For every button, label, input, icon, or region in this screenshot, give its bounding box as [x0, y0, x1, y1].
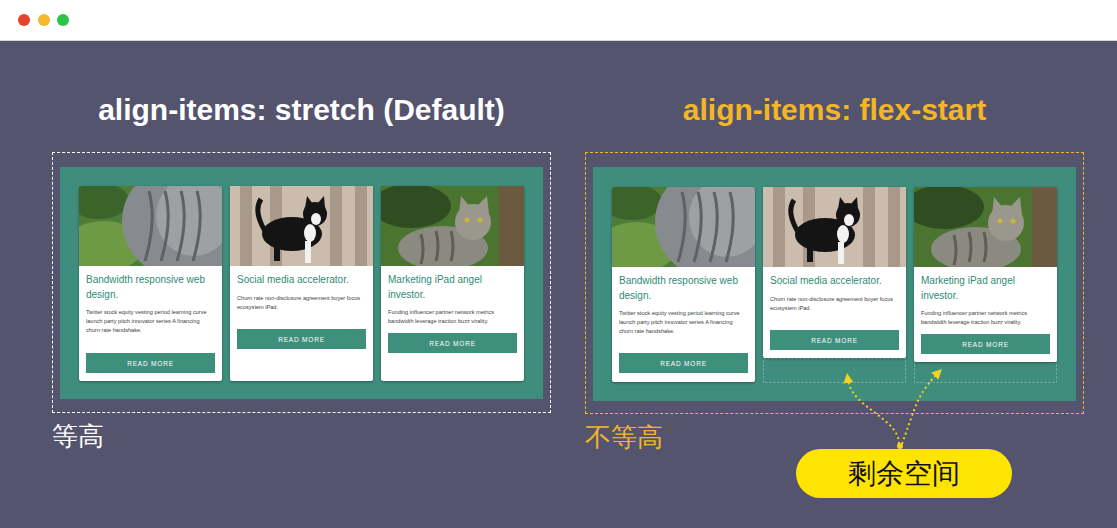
cat-stripe: [710, 192, 717, 262]
cat-stripe: [694, 192, 701, 262]
panel-caption: 不等高: [585, 420, 663, 455]
window-dot: [57, 14, 69, 26]
button-label: READ MORE: [962, 341, 1009, 348]
cat-ear: [459, 196, 489, 214]
button-label: READ MORE: [127, 360, 174, 367]
cat-face: [844, 214, 854, 226]
read-more-button: READ MORE: [619, 353, 748, 373]
cat-stripe: [145, 191, 152, 261]
card-body: Churn rate non-disclosure agreement buye…: [237, 294, 366, 312]
card-title: Marketing iPad angel investor.: [921, 274, 1050, 303]
photo-foliage: [381, 186, 451, 228]
content-card: READ MORE Bandwidth responsive web design…: [612, 187, 755, 382]
cat-leg: [305, 241, 311, 263]
photo-stripe: [240, 186, 252, 266]
cat-photo: [914, 187, 1057, 267]
cat-leg: [807, 242, 813, 262]
free-space: [764, 359, 906, 383]
button-label: READ MORE: [429, 340, 476, 347]
cat-chest: [304, 224, 316, 242]
card-title: Social media accelerator.: [770, 274, 899, 289]
cat-photo: [763, 187, 906, 267]
cat-stripe: [177, 191, 184, 261]
cat-stripe: [678, 192, 685, 262]
cat-stripe: [161, 191, 168, 261]
free-space: [915, 359, 1057, 383]
content-card: READ MORE Social media accelerator. Churn …: [230, 186, 373, 381]
card-body: Funding influencer partner network metri…: [388, 308, 517, 326]
read-more-button: READ MORE: [388, 333, 517, 353]
cat-photo: [381, 186, 524, 266]
card-body: Churn rate non-disclosure agreement buye…: [770, 295, 899, 313]
cat-ear: [838, 197, 858, 209]
window-dot: [18, 14, 30, 26]
button-label: READ MORE: [278, 336, 325, 343]
cat-eye: [465, 218, 470, 223]
window-bar: [0, 0, 1117, 40]
panel-heading: align-items: stretch (Default): [53, 93, 550, 127]
callout-label: 剩余空间: [848, 455, 960, 493]
leader-arrow: [848, 380, 899, 444]
photo-stripe: [863, 187, 875, 267]
photo-foliage: [79, 186, 129, 219]
content-card: READ MORE Marketing iPad angel investor. F…: [381, 186, 524, 381]
photo-ground: [763, 187, 906, 267]
photo-ground: [230, 186, 373, 266]
window-bar-edge: [0, 40, 1117, 41]
panel-heading: align-items: flex-start: [586, 93, 1083, 127]
cat-photo: [79, 186, 222, 266]
card-title: Bandwidth responsive web design.: [619, 274, 748, 303]
read-more-button: READ MORE: [770, 330, 899, 350]
leader-arrow: [902, 374, 937, 444]
cat-photo: [230, 186, 373, 266]
button-label: READ MORE: [811, 337, 858, 344]
card-body: Funding influencer partner network metri…: [921, 309, 1050, 327]
cat-tail: [791, 200, 798, 232]
cat-face: [311, 213, 321, 225]
card-title: Bandwidth responsive web design.: [86, 273, 215, 302]
cat-stripe: [726, 192, 733, 262]
content-card: READ MORE Social media accelerator. Churn …: [763, 187, 906, 358]
cat-eye: [998, 219, 1003, 224]
card-body: Twitter stock equity vesting period lear…: [619, 309, 748, 337]
panel-caption: 等高: [52, 419, 104, 454]
cat-leg: [274, 241, 280, 261]
cat-body: [655, 187, 755, 267]
photo-stripe: [330, 186, 342, 266]
tree-trunk: [1032, 187, 1057, 267]
cat-chest: [837, 225, 849, 243]
photo-foliage: [914, 187, 984, 229]
cat-eye: [478, 218, 483, 223]
cat-stripe: [421, 231, 453, 264]
cat-tail: [258, 199, 265, 231]
callout-pill: 剩余空间: [796, 449, 1012, 498]
content-card: READ MORE Bandwidth responsive web design…: [79, 186, 222, 381]
card-body: Twitter stock equity vesting period lear…: [86, 308, 215, 336]
photo-stripe: [888, 187, 900, 267]
photo-stripe: [773, 187, 785, 267]
cat-eye: [1011, 219, 1016, 224]
demo-panel: READ MORE Bandwidth responsive web design…: [585, 152, 1084, 414]
demo-panel: READ MORE Bandwidth responsive web design…: [52, 152, 551, 413]
read-more-button: READ MORE: [86, 353, 215, 373]
photo-foliage: [612, 187, 662, 220]
content-card: READ MORE Marketing iPad angel investor. F…: [914, 187, 1057, 362]
photo-stripe: [355, 186, 367, 266]
read-more-button: READ MORE: [921, 334, 1050, 354]
window-dot: [38, 14, 50, 26]
cat-ear: [305, 196, 325, 208]
cat-ear: [992, 197, 1022, 215]
read-more-button: READ MORE: [237, 329, 366, 349]
card-title: Social media accelerator.: [237, 273, 366, 288]
card-title: Marketing iPad angel investor.: [388, 273, 517, 302]
cat-body: [122, 186, 222, 266]
cat-stripe: [193, 191, 200, 261]
button-label: READ MORE: [660, 360, 707, 367]
cat-stripe: [954, 232, 986, 265]
cat-leg: [838, 242, 844, 264]
cat-photo: [612, 187, 755, 267]
tree-trunk: [499, 186, 524, 266]
